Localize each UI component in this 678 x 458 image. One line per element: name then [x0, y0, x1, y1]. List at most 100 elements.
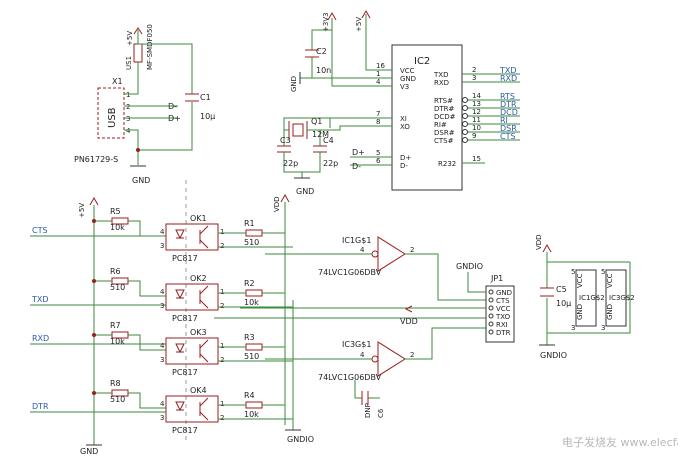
buffer-ic3-pin-out: 2: [410, 351, 414, 359]
vdd-pointer-arrow-icon: [404, 305, 413, 313]
ic2-dminus-label: D-: [352, 162, 361, 171]
buffer-ic3-wires: [265, 327, 486, 360]
c3-value: 22p: [283, 159, 298, 168]
ic2-supply-arrow-icon: [327, 9, 371, 21]
jp1-gndio-label: GNDIO: [456, 262, 483, 271]
usb-section: USB X1 PN61729-S 1 2 3 4 D- D+ US1 MF-SM…: [74, 24, 215, 185]
resistor-ref: R2: [244, 279, 255, 288]
c2-wires: [300, 29, 392, 79]
ic2-signal-label: TXD: [499, 66, 517, 75]
usb-pin-3: 3: [126, 115, 130, 123]
ic2-active-low-bubble: [462, 105, 468, 111]
ic2-dplus-label: D+: [352, 148, 365, 157]
buffer-ic3-ref: IC3G$1: [342, 340, 371, 349]
ic2-pin-name: DTR#: [434, 105, 455, 113]
buffer-ic1-symbol: [377, 236, 406, 272]
opto-signal-label: DTR: [32, 402, 49, 411]
vdd-arrow-icon: [280, 193, 290, 203]
opto-transistor-icon: [199, 225, 209, 249]
ic3g2-pin5: 5: [601, 268, 605, 276]
usb-vcc-arrow-icon: [133, 27, 143, 35]
usb-connector-body: [97, 87, 125, 139]
c3-c4-wires: [283, 152, 321, 178]
usb-gnd-label: GND: [132, 176, 150, 185]
opto-pin: 2: [220, 414, 224, 422]
ic2-pin-num: 3: [472, 74, 476, 82]
c6-value: DNP: [364, 403, 372, 418]
opto-signal-label: TXD: [31, 295, 49, 304]
usb-ref: X1: [112, 77, 123, 86]
opto-led-icon: [175, 343, 185, 354]
ic1g2-pin3: 3: [571, 324, 575, 332]
c5-value: 10μ: [556, 299, 571, 308]
jp1-vdd-label: VDD: [400, 317, 418, 326]
resistor-value: 10k: [110, 223, 125, 232]
resistor-ref: R6: [110, 267, 121, 276]
optocoupler-body: [165, 395, 219, 423]
opto-ref: OK2: [190, 274, 207, 283]
usb-pin-1: 1: [126, 91, 130, 99]
resistor-ref: R1: [244, 219, 255, 228]
c5-ref: C5: [556, 285, 567, 294]
opto-resistor-wire: [94, 334, 166, 351]
jp1-ref: JP1: [490, 274, 503, 283]
opto-ref: OK4: [190, 386, 207, 395]
resistor-ref: R4: [244, 391, 255, 400]
buffer-ic3-pin-in: 4: [360, 351, 365, 359]
c1-symbol: [185, 93, 199, 102]
opto-pin: 4: [160, 400, 165, 408]
buffer-ic1-pin-in: 4: [360, 246, 365, 254]
ic2-usb-data-wires: [350, 156, 392, 166]
ic2-pin-num: 13: [472, 100, 481, 108]
ic2-ref: IC2: [414, 56, 430, 67]
jp1-pin-label: CTS: [496, 297, 510, 305]
opto-part: PC817: [172, 426, 198, 435]
supply-gndio-label: GNDIO: [540, 351, 567, 360]
ic2-pin-name: D-: [400, 162, 408, 170]
opto-resistor-wire: [94, 280, 166, 297]
gndio-label: GNDIO: [287, 435, 314, 444]
c1-wires: [138, 43, 193, 151]
ic2-pin-name: D+: [400, 154, 411, 162]
ic2-pin-name: CTS#: [434, 137, 454, 145]
c5-symbol: [540, 287, 554, 297]
c6-wires: [354, 380, 380, 399]
ic2-signal-label: CTS: [500, 132, 516, 141]
buffer-ic1-part: 74LVC1G06DBV: [318, 268, 382, 277]
opto-output-resistor: [245, 343, 263, 351]
ic3g2-vcc: VCC: [606, 273, 614, 288]
opto-pin: 3: [160, 302, 164, 310]
ic2-signal-label: RXD: [500, 74, 517, 83]
c2-ref: C2: [316, 47, 327, 56]
ic2-pin-num: 14: [472, 92, 481, 100]
ic2-pin-name: TXD: [433, 71, 448, 79]
ic2-pin-name: VCC: [400, 67, 415, 75]
ic2-pin-num: 7: [376, 110, 380, 118]
xtal-gnd-label: GND: [296, 187, 314, 196]
ic2-pin-num: 9: [472, 132, 476, 140]
resistor-value: 10k: [244, 410, 259, 419]
supply-vdd-arrow-icon: [542, 243, 552, 253]
ic2-5v-label: +5V: [355, 17, 363, 32]
ic2-3v3-label: +3V3: [322, 12, 330, 32]
usb-dminus-label: D-: [168, 102, 177, 111]
buffer-ic1-inverter-bubble: [371, 250, 379, 258]
ic2-pin-num: 4: [376, 78, 381, 86]
c1-value: 10μ: [200, 112, 215, 121]
optocoupler-body: [165, 223, 219, 251]
jp1-gnd-wire: [467, 272, 486, 293]
usb-pin-4: 4: [126, 127, 131, 135]
ic2-pin-num: 8: [376, 118, 380, 126]
c6-symbol: [361, 391, 369, 405]
wire-junction: [92, 279, 96, 283]
ic2-signal-label: DTR: [500, 100, 517, 109]
optocoupler-body: [165, 337, 219, 365]
c2-symbol: [305, 49, 319, 58]
opto-resistor-wire: [94, 392, 166, 409]
jp1-pin-label: DTR: [496, 329, 511, 337]
resistor-ref: R3: [244, 333, 255, 342]
